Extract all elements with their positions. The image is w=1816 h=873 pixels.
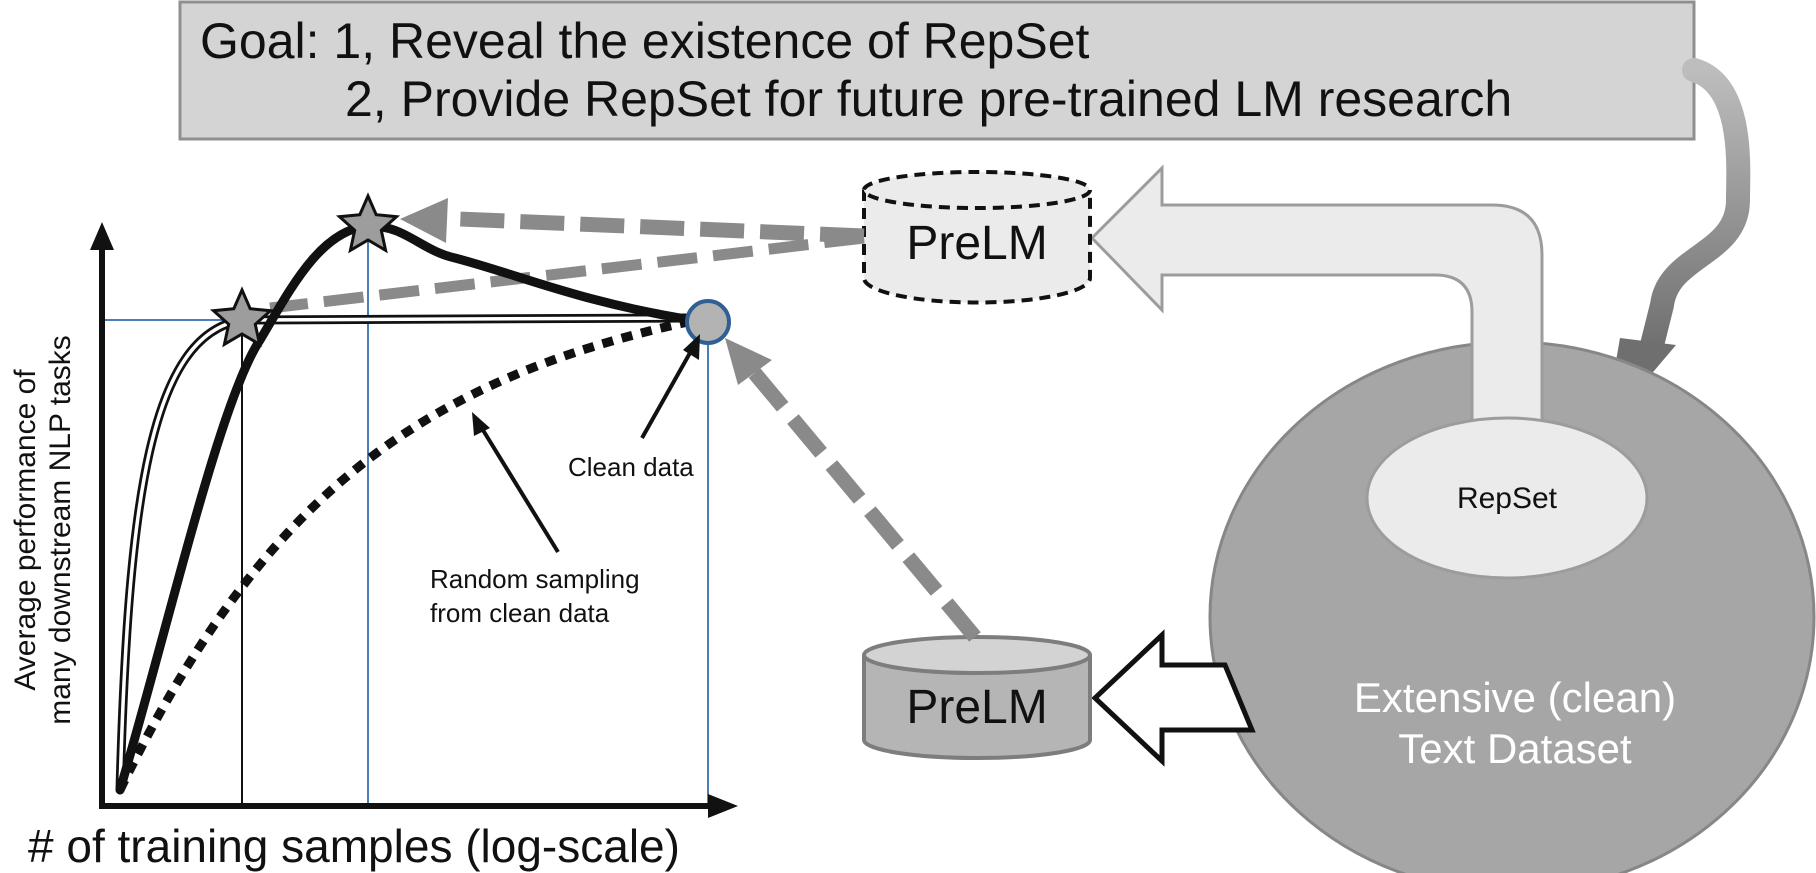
- text-dataset: Extensive (clean) Text Dataset: [1208, 340, 1816, 873]
- repset-label: RepSet: [1457, 482, 1558, 515]
- y-axis-label-line-2: many downstream NLP tasks: [44, 335, 77, 725]
- y-axis-label-line-1: Average performance of: [9, 369, 42, 691]
- x-axis-label: # of training samples (log-scale): [28, 820, 680, 872]
- dataset-label-line-1: Extensive (clean): [1354, 674, 1676, 721]
- goal-line-2: 2, Provide RepSet for future pre-trained…: [345, 71, 1512, 127]
- clean-data-pointer: [640, 343, 697, 439]
- prelm-top-label: PreLM: [906, 217, 1047, 270]
- repset-curve-outer: [115, 313, 689, 791]
- goal-line-1: Goal: 1, Reveal the existence of RepSet: [200, 13, 1090, 69]
- peak-star: [335, 192, 401, 254]
- prelm-bottom-cylinder: PreLM: [862, 635, 1092, 760]
- dataset-to-prelm-arrow: [1091, 629, 1256, 767]
- random-sampling-annotation-line-2: from clean data: [430, 598, 610, 628]
- prelm-bottom-to-circle-arrow: [746, 365, 981, 642]
- repset-star: [209, 286, 275, 348]
- prelm-bottom-label: PreLM: [906, 681, 1047, 734]
- prelm-top-cylinder: PreLM: [862, 170, 1092, 305]
- clean-data-point: [685, 299, 731, 345]
- random-sampling-pointer: [476, 420, 560, 554]
- dataset-label-line-2: Text Dataset: [1398, 725, 1632, 772]
- performance-chart: Clean data Random sampling from clean da…: [9, 192, 738, 872]
- goal-box-background: [178, 0, 1696, 141]
- repset: RepSet: [1365, 416, 1649, 580]
- repset-ellipse: [1365, 416, 1649, 580]
- prelm-top-to-left-star-line: [269, 232, 865, 314]
- random-sampling-annotation-line-1: Random sampling: [430, 564, 640, 594]
- x-axis-arrowhead: [708, 794, 738, 818]
- y-axis-arrowhead: [90, 222, 114, 250]
- random-sampling-curve: [115, 317, 689, 792]
- clean-data-annotation: Clean data: [568, 452, 694, 482]
- repset-to-prelm-arrow: [1089, 164, 1544, 472]
- dashed-arrows: [269, 198, 981, 642]
- repset-curve-inner: [118, 316, 689, 791]
- peak-curve: [115, 221, 697, 795]
- goal-box: Goal: 1, Reveal the existence of RepSet …: [178, 0, 1696, 141]
- prelm-top-to-peak-arrow: [434, 210, 865, 244]
